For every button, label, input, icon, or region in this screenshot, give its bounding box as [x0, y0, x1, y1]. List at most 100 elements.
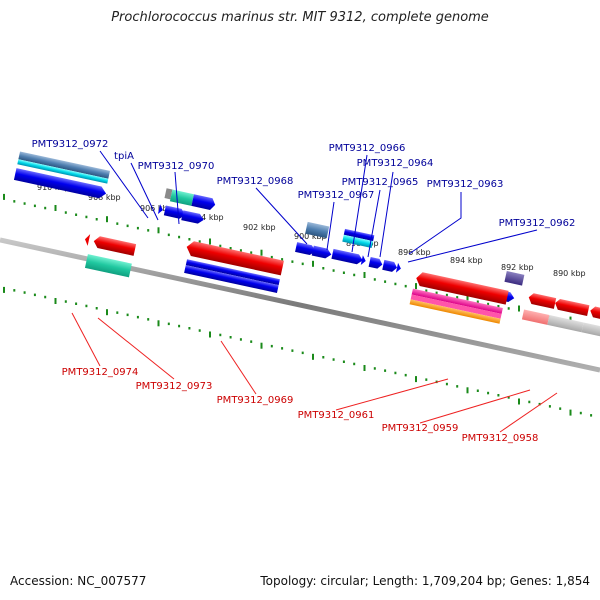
gene-label[interactable]: PMT9312_0966: [329, 143, 406, 154]
gene-label[interactable]: PMT9312_0974: [62, 367, 139, 378]
minor-tick: [198, 329, 201, 332]
gene-feature[interactable]: [84, 254, 132, 278]
major-tick: [157, 320, 160, 327]
minor-tick: [136, 315, 139, 319]
major-tick: [363, 272, 366, 278]
major-tick: [569, 316, 572, 323]
gene-label[interactable]: PMT9312_0958: [462, 433, 539, 444]
minor-tick: [353, 362, 356, 366]
scale-label: 896 kbp: [398, 248, 431, 257]
minor-tick: [425, 289, 428, 292]
minor-tick: [33, 204, 36, 208]
minor-tick: [23, 202, 26, 205]
gene-label[interactable]: PMT9312_0959: [382, 423, 459, 434]
gene-feature[interactable]: [581, 322, 600, 338]
minor-tick: [435, 291, 438, 295]
gene-feature[interactable]: [382, 259, 398, 273]
scale-label: 908 kbp: [88, 193, 121, 202]
gene-feature[interactable]: [311, 245, 333, 260]
gene-feature[interactable]: [169, 189, 194, 206]
minor-tick: [178, 324, 181, 328]
gene-feature[interactable]: [305, 221, 330, 239]
gene-feature[interactable]: [411, 288, 503, 314]
gene-feature[interactable]: [164, 188, 173, 200]
gene-feature[interactable]: [13, 168, 107, 199]
minor-tick: [579, 411, 582, 415]
minor-tick: [126, 313, 129, 317]
gene-label[interactable]: PMT9312_0961: [298, 410, 375, 421]
minor-tick: [342, 360, 345, 363]
gene-feature[interactable]: [527, 292, 557, 309]
minor-tick: [188, 327, 191, 330]
gene-feature[interactable]: [331, 248, 363, 265]
minor-tick: [332, 269, 335, 272]
minor-tick: [497, 305, 500, 308]
minor-tick: [270, 255, 273, 259]
minor-tick: [64, 211, 67, 214]
gene-feature[interactable]: [554, 298, 590, 317]
major-tick: [106, 309, 108, 316]
gene-feature[interactable]: [504, 271, 525, 286]
gene-feature[interactable]: [521, 309, 550, 325]
minor-tick: [229, 247, 232, 250]
major-tick: [157, 227, 160, 234]
minor-tick: [322, 356, 325, 359]
gene-feature[interactable]: [191, 194, 216, 211]
major-tick: [415, 376, 417, 383]
map-title: Prochlorococcus marinus str. MIT 9312, c…: [111, 10, 489, 25]
minor-tick: [373, 367, 376, 370]
gene-label[interactable]: tpiA: [114, 151, 134, 162]
gene-feature[interactable]: [395, 262, 402, 274]
forward-strand-genes: [13, 151, 525, 303]
gene-feature[interactable]: [17, 159, 109, 184]
gene-label[interactable]: PMT9312_0970: [138, 161, 215, 172]
gene-feature[interactable]: [185, 240, 284, 276]
gene-label[interactable]: PMT9312_0969: [217, 395, 294, 406]
major-tick: [466, 387, 469, 394]
gene-label[interactable]: PMT9312_0972: [32, 139, 109, 150]
gene-label[interactable]: PMT9312_0963: [427, 179, 504, 190]
minor-tick: [528, 400, 531, 404]
minor-tick: [342, 271, 345, 274]
minor-tick: [136, 226, 139, 230]
minor-tick: [353, 273, 356, 277]
minor-tick: [198, 240, 201, 243]
gene-label[interactable]: PMT9312_0967: [298, 190, 375, 201]
gene-feature[interactable]: [184, 265, 279, 293]
gene-label[interactable]: PMT9312_0962: [499, 218, 576, 229]
gene-feature[interactable]: [343, 228, 375, 242]
gene-feature[interactable]: [589, 306, 600, 322]
gene-feature[interactable]: [360, 255, 367, 266]
major-tick: [3, 193, 5, 200]
gene-feature[interactable]: [163, 205, 187, 220]
minor-tick: [384, 369, 387, 372]
gene-feature[interactable]: [295, 242, 317, 256]
gene-feature[interactable]: [181, 210, 205, 224]
gene-label[interactable]: PMT9312_0965: [342, 177, 419, 188]
gene-feature[interactable]: [157, 204, 164, 215]
gene-label[interactable]: PMT9312_0964: [357, 158, 434, 169]
gene-feature[interactable]: [342, 234, 374, 248]
gene-feature[interactable]: [547, 315, 584, 333]
reverse-gene-labels: PMT9312_0974 PMT9312_0973 PMT9312_0969 P…: [62, 367, 539, 444]
gene-feature[interactable]: [18, 151, 110, 179]
gene-feature[interactable]: [409, 299, 501, 324]
gene-feature[interactable]: [93, 235, 137, 256]
minor-tick: [538, 402, 541, 406]
scale-label: 902 kbp: [243, 223, 276, 232]
gene-feature[interactable]: [368, 256, 384, 270]
gene-label[interactable]: PMT9312_0973: [136, 381, 213, 392]
reverse-strand-genes: [84, 233, 600, 338]
minor-tick: [33, 293, 36, 297]
gene-feature[interactable]: [410, 294, 502, 319]
major-tick: [106, 216, 108, 223]
minor-tick: [425, 378, 428, 381]
lower-scale-track: [3, 286, 593, 417]
gene-feature[interactable]: [415, 271, 509, 305]
major-tick: [54, 205, 57, 211]
minor-tick: [229, 336, 232, 339]
gene-feature[interactable]: [84, 233, 91, 246]
gene-label[interactable]: PMT9312_0968: [217, 176, 294, 187]
gene-feature[interactable]: [185, 259, 280, 286]
